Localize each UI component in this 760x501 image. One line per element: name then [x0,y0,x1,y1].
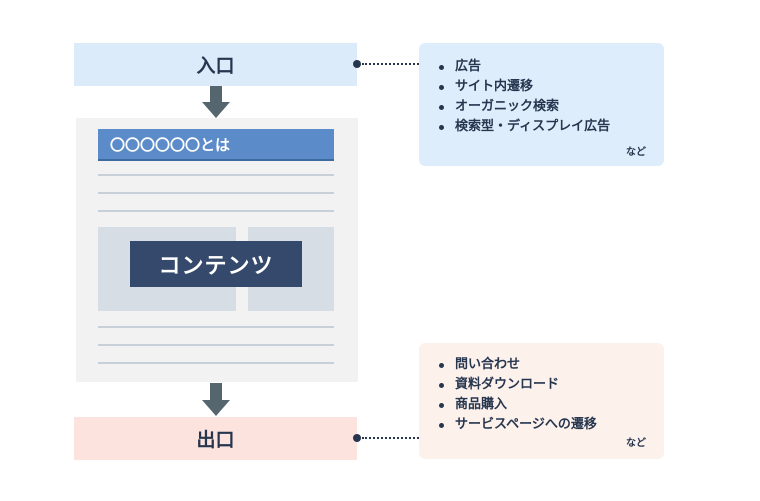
exit-bar: 出口 [74,417,357,460]
exit-actions-list: 問い合わせ 資料ダウンロード 商品購入 サービスページへの遷移 [419,343,664,435]
list-item: 資料ダウンロード [437,375,664,395]
content-label-text: コンテンツ [158,254,274,279]
exit-label: 出口 [196,429,235,451]
connector-line-top [362,63,419,65]
connector-line-bottom [362,437,419,439]
text-line [98,174,334,176]
text-line [98,344,334,346]
list-item: 商品購入 [437,395,664,415]
connector-dot-top [353,60,361,68]
text-line [98,362,334,364]
down-arrow-stem-bottom [210,383,222,400]
entry-sources-list: 広告 サイト内遷移 オーガニック検索 検索型・ディスプレイ広告 [419,43,664,137]
list-item: 広告 [437,57,664,77]
connector-dot-bottom [353,434,361,442]
content-label: コンテンツ [130,241,302,287]
etc-note: など [626,147,646,158]
text-line [98,326,334,328]
list-item: 問い合わせ [437,355,664,375]
list-item: サイト内遷移 [437,77,664,97]
text-line [98,192,334,194]
entry-bar: 入口 [74,43,357,86]
entry-sources-box: 広告 サイト内遷移 オーガニック検索 検索型・ディスプレイ広告 など [419,43,664,166]
etc-note: など [626,438,646,449]
page-title: 〇〇〇〇〇〇とは [110,135,231,154]
list-item: サービスページへの遷移 [437,415,664,435]
down-arrow-icon [202,400,230,416]
down-arrow-stem-top [210,86,222,102]
text-line [98,210,334,212]
exit-actions-box: 問い合わせ 資料ダウンロード 商品購入 サービスページへの遷移 など [419,343,664,459]
down-arrow-icon [202,102,230,118]
list-item: オーガニック検索 [437,97,664,117]
entry-label: 入口 [196,55,235,77]
list-item: 検索型・ディスプレイ広告 [437,117,664,137]
page-title-bar: 〇〇〇〇〇〇とは [98,129,334,161]
